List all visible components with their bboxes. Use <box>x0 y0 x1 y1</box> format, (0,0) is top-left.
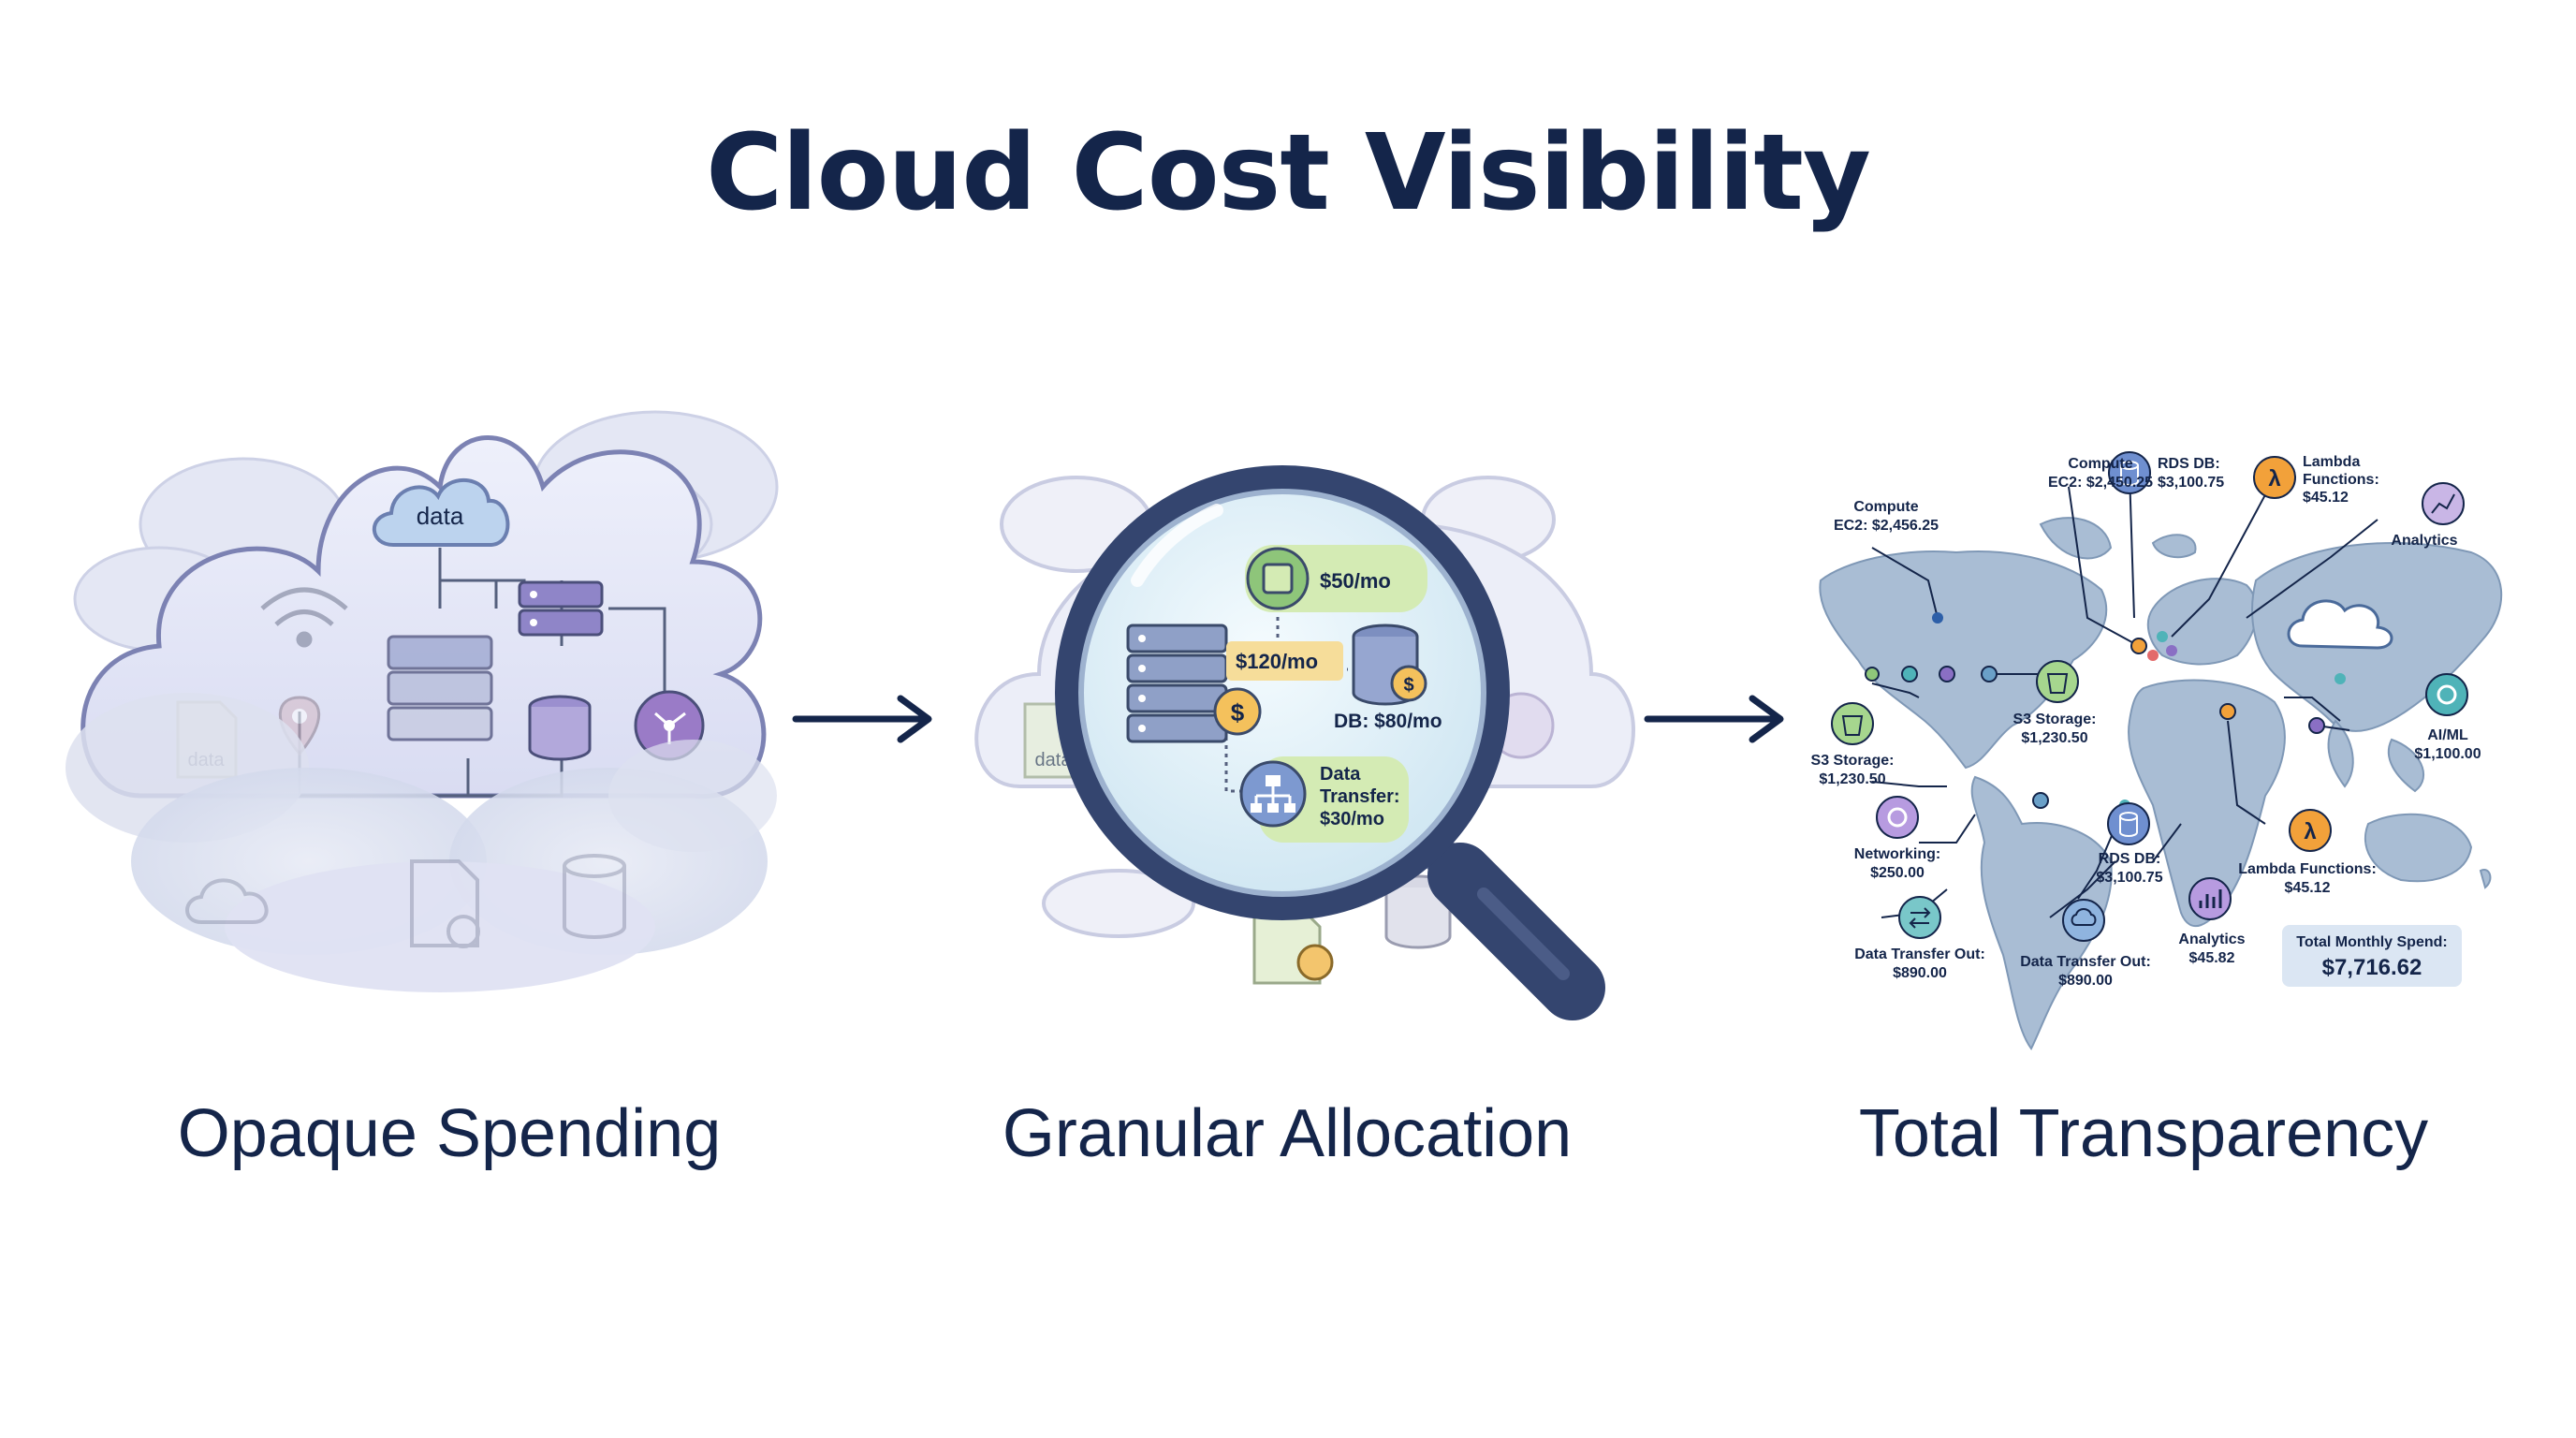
lambda-top-mid: Functions: <box>2303 472 2379 488</box>
gear-icon <box>1876 796 1919 839</box>
compute-top-value: EC2: $2,450.25 <box>2048 475 2153 491</box>
data-cloud-icon <box>372 478 510 547</box>
svg-text:λ: λ <box>2268 466 2280 492</box>
transfer-arrows-icon <box>2062 899 2105 942</box>
transfer-mid-value: $890.00 <box>2058 973 2113 989</box>
svg-text:$: $ <box>1403 675 1413 696</box>
lambda-top-value: $45.12 <box>2303 490 2349 506</box>
compute-cost-label: $50/mo <box>1320 569 1391 593</box>
rds-top-value: $3,100.75 <box>2158 475 2224 491</box>
transfer-left-value: $890.00 <box>1893 965 1947 981</box>
total-spend-box: Total Monthly Spend: $7,716.62 <box>2282 925 2462 987</box>
s3-left-value: $1,230.50 <box>1819 771 1885 787</box>
database-icon <box>528 695 592 761</box>
rds-db-icon <box>2107 802 2150 845</box>
analytics-chart-icon <box>2188 877 2232 920</box>
lambda-bottom-value: $45.12 <box>2285 880 2331 896</box>
compute-left-title: Compute <box>1853 499 1918 515</box>
fog-clouds-front <box>66 693 777 992</box>
hierarchy-icon <box>1239 760 1307 828</box>
total-spend-value: $7,716.62 <box>2321 955 2422 980</box>
transfer-left-title: Data Transfer Out: <box>1854 946 1985 962</box>
page-title: Cloud Cost Visibility <box>706 112 1871 234</box>
servers-cost-label: $120/mo <box>1236 650 1318 673</box>
lambda-icon: λ <box>2289 809 2332 852</box>
s3-mid-value: $1,230.50 <box>2021 730 2087 746</box>
transfer-cost-line1: Data <box>1320 764 1361 785</box>
server-rack-icon <box>1126 624 1228 743</box>
cpu-chip-icon <box>1245 545 1427 612</box>
lambda-icon: λ <box>2253 456 2296 499</box>
analytics-chart-icon <box>2422 482 2465 525</box>
compute-left-value: EC2: $2,456.25 <box>1834 518 1939 534</box>
transfer-arrows-icon <box>1898 896 1941 939</box>
analytics-bottom-title: Analytics <box>2178 932 2245 947</box>
lambda-bottom-title: Lambda Functions: <box>2238 861 2377 877</box>
map-cloud-icon <box>2287 599 2393 650</box>
rds-top-title: RDS DB: <box>2158 456 2220 472</box>
rds-bottom-value: $3,100.75 <box>2096 870 2162 886</box>
svg-text:λ: λ <box>2304 819 2316 844</box>
networking-title: Networking: <box>1854 846 1940 862</box>
server-rack-icon <box>387 635 493 741</box>
db-cost-label: DB: $80/mo <box>1334 711 1442 732</box>
doc-label: data <box>1035 750 1073 770</box>
transfer-mid-title: Data Transfer Out: <box>2020 954 2151 970</box>
opaque-spending-label: Opaque Spending <box>177 1096 722 1171</box>
data-cloud-label: data <box>417 502 464 530</box>
s3-mid-title: S3 Storage: <box>2013 712 2097 727</box>
servers-cost-badge <box>1226 641 1343 681</box>
aiml-title: AI/ML <box>2427 727 2468 743</box>
wifi-icon <box>260 587 348 648</box>
server-rack-icon <box>518 580 604 637</box>
faded-icons <box>185 854 626 948</box>
total-transparency-label: Total Transparency <box>1858 1096 2429 1171</box>
rds-db-icon <box>2108 451 2151 494</box>
aiml-value: $1,100.00 <box>2414 746 2481 762</box>
networking-value: $250.00 <box>1870 865 1925 881</box>
analytics-top-label: Analytics <box>2391 533 2457 549</box>
total-spend-title: Total Monthly Spend: <box>2296 934 2448 950</box>
granular-allocation-label: Granular Allocation <box>1002 1096 1573 1171</box>
transfer-cost-line2: Transfer: <box>1320 786 1400 807</box>
bucket-icon <box>1831 702 1874 745</box>
map-markers <box>1865 612 2346 811</box>
compute-top-title: Compute <box>2068 456 2132 472</box>
analytics-bottom-value: $45.82 <box>2189 950 2235 966</box>
svg-text:$: $ <box>1231 698 1245 726</box>
bucket-icon <box>2036 660 2079 703</box>
lambda-top-title: Lambda <box>2303 454 2360 470</box>
s3-left-title: S3 Storage: <box>1811 753 1895 769</box>
gear-icon <box>2425 673 2468 716</box>
rds-bottom-title: RDS DB: <box>2099 851 2161 867</box>
dollar-coin-icon: $ <box>1213 687 1262 736</box>
database-icon: $ <box>1352 624 1427 706</box>
transfer-cost-line3: $30/mo <box>1320 809 1384 829</box>
